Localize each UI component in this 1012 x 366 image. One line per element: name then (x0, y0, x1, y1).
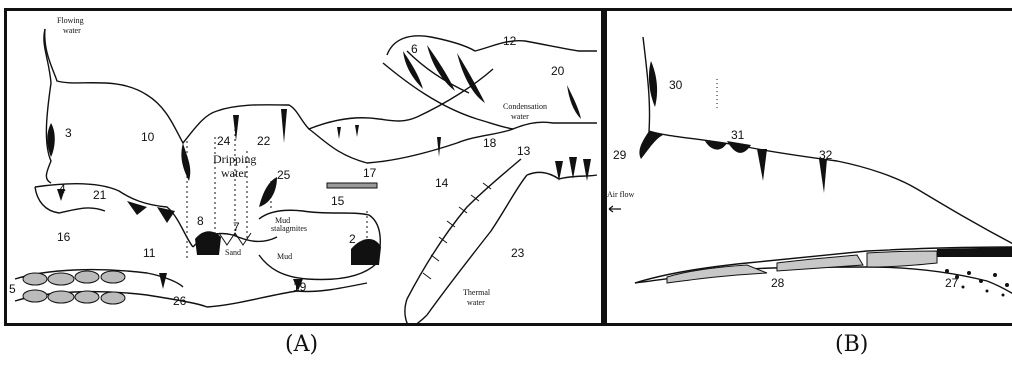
air-flow-arrow-icon (609, 206, 621, 212)
cave-section-drawing-b: Air flow 27 28 29 30 31 32 (607, 11, 1012, 326)
number-label: 19 (293, 280, 307, 294)
cave-section-drawing-a: Flowing water Dripping water Condensatio… (7, 11, 604, 326)
label-sand: Sand (225, 248, 241, 257)
number-label: 29 (613, 148, 627, 162)
number-label: 4 (59, 182, 66, 196)
number-label: 26 (173, 294, 187, 308)
number-label: 15 (331, 194, 345, 208)
number-label: 28 (771, 276, 785, 290)
number-label: 24 (217, 134, 231, 148)
cave-diagram-panel-b: Air flow 27 28 29 30 31 32 (604, 8, 1012, 326)
number-label: 17 (363, 166, 377, 180)
label-mud-stalagmites-2: stalagmites (271, 224, 307, 233)
number-label: 6 (411, 42, 418, 56)
label-flowing-water-1: Flowing (57, 16, 84, 25)
number-label: 11 (143, 246, 156, 260)
panel-a-caption: (A) (285, 332, 318, 357)
number-label: 23 (511, 246, 525, 260)
label-dripping-water-2: water (221, 166, 248, 180)
number-label: 7 (233, 220, 240, 234)
label-thermal-water-2: water (467, 298, 485, 307)
number-label: 30 (669, 78, 683, 92)
number-label: 3 (65, 126, 72, 140)
number-label: 32 (819, 148, 833, 162)
number-label: 13 (517, 144, 531, 158)
number-label: 27 (945, 276, 959, 290)
label-thermal-water-1: Thermal (463, 288, 491, 297)
number-label: 2 (349, 232, 356, 246)
number-label: 31 (731, 128, 745, 142)
cave-diagram-panel-a: Flowing water Dripping water Condensatio… (4, 8, 604, 326)
label-condensation-water-2: water (511, 112, 529, 121)
label-mud: Mud (277, 252, 292, 261)
number-label: 8 (197, 214, 204, 228)
number-label: 25 (277, 168, 291, 182)
number-label: 14 (435, 176, 449, 190)
label-condensation-water-1: Condensation (503, 102, 547, 111)
number-label: 5 (9, 282, 16, 296)
number-label: 18 (483, 136, 497, 150)
number-label: 12 (503, 34, 517, 48)
number-label: 20 (551, 64, 565, 78)
number-label: 21 (93, 188, 107, 202)
label-flowing-water-2: water (63, 26, 81, 35)
label-dripping-water-1: Dripping (213, 152, 256, 166)
number-label: 16 (57, 230, 71, 244)
label-air-flow: Air flow (607, 190, 635, 199)
panel-b-caption: (B) (835, 332, 868, 357)
number-label: 22 (257, 134, 271, 148)
number-label: 10 (141, 130, 155, 144)
